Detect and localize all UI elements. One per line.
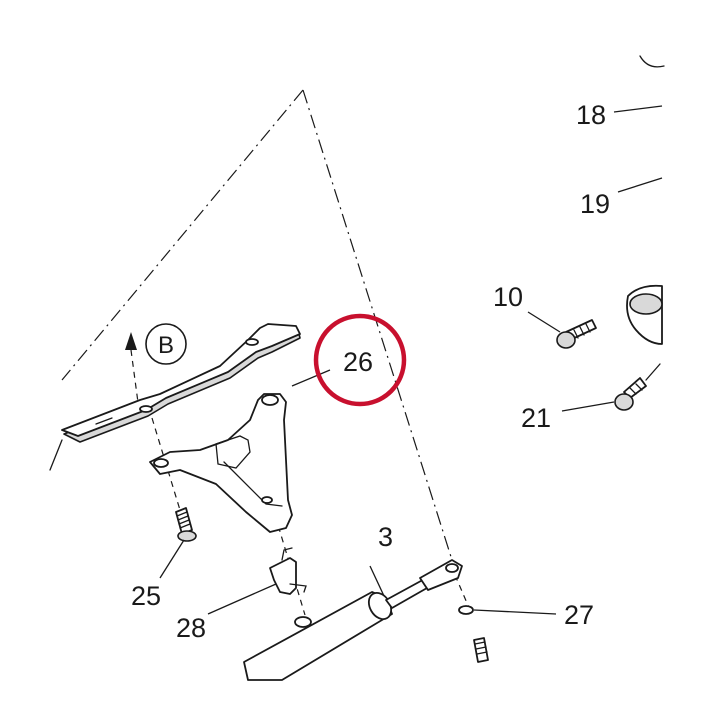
part-25-bolt [175,507,197,542]
washer-27 [458,605,474,615]
bracket-plate-top [61,323,301,437]
callout-18: 18 [576,100,606,130]
bracket-slot [95,417,113,425]
callout-3: 3 [378,522,393,552]
callout-28: 28 [176,613,206,643]
part-10-socket-opening [629,293,663,315]
view-boundary-right-line [302,89,453,561]
leader-19 [617,177,663,193]
bracket-arm-top-hole [261,394,279,406]
leader-26 [291,369,331,387]
bolt-25-head [177,530,197,542]
bracket-tail [49,439,63,471]
bracket-arm-left-hole [153,458,169,468]
leader-10 [527,311,561,333]
leader-25 [159,539,185,579]
callout-21: 21 [521,403,551,433]
bolt-25-shank [175,507,193,535]
part-27-washer [458,605,489,663]
callout-labels: 18 19 10 21 26 3 25 28 27 [131,100,610,643]
bracket-arm-bottom-hole [261,496,273,504]
part-18-edge [639,55,665,68]
bracket-arm-rib [223,461,283,507]
centerline-washer-27 [454,574,471,611]
bolt-21-thread [629,383,643,395]
part-26-bracket-arm [149,393,293,533]
bolt-25-thread [176,511,191,529]
bracket-hole-left [139,405,153,413]
bracket-hole-right [245,338,259,346]
view-direction-arrow-b: B [125,323,187,365]
clip-28-hook [289,583,307,593]
bolt-21-head [614,393,634,411]
callout-25: 25 [131,581,161,611]
callout-leaders [159,105,663,615]
part-28-clip [269,547,307,595]
strut-cylinder [243,591,393,681]
right-side-parts [556,55,665,411]
callout-10: 10 [493,282,523,312]
bracket-plate [49,323,301,471]
bolt-10-thread [573,323,591,339]
leader-28 [207,583,277,615]
part-3-gas-strut [243,559,463,681]
view-marker-label: B [158,332,174,359]
leader-18 [613,105,663,113]
strut-eye [445,563,459,573]
callout-19: 19 [580,189,610,219]
bolt-27-thread [474,641,488,655]
highlight-circle [313,313,407,407]
callout-26: 26 [343,347,373,377]
bolt-21-extension [645,363,661,381]
leader-27 [473,609,557,615]
callout-27: 27 [564,600,594,630]
bracket-arm-body [149,393,293,533]
bolt-27-shank [473,637,489,663]
arrow-up-icon [125,332,137,350]
strut-mount-hole [294,616,312,628]
view-boundary-left-line [61,89,304,381]
bracket-arm-boss [215,435,251,469]
view-marker-circle [145,323,187,365]
leader-3 [369,565,385,597]
bolt-10-head [556,331,576,349]
leader-21 [561,401,615,412]
clip-28-body [269,557,297,595]
clip-28-tab [281,547,293,561]
